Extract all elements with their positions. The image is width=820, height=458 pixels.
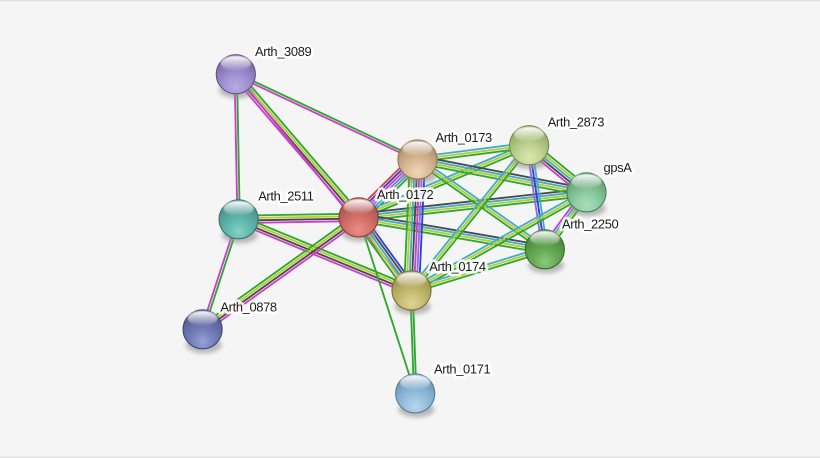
svg-text:Arth_0172: Arth_0172: [377, 187, 434, 202]
svg-text:Arth_2873: Arth_2873: [548, 115, 605, 130]
svg-text:Arth_0878: Arth_0878: [220, 300, 277, 315]
svg-text:Arth_2250: Arth_2250: [562, 216, 619, 231]
svg-text:Arth_3089: Arth_3089: [255, 44, 312, 59]
svg-text:Arth_0173: Arth_0173: [436, 130, 493, 145]
svg-text:Arth_0171: Arth_0171: [434, 362, 491, 377]
svg-text:Arth_0174: Arth_0174: [429, 259, 486, 274]
svg-text:gpsA: gpsA: [604, 160, 633, 175]
svg-text:Arth_2511: Arth_2511: [258, 188, 314, 203]
